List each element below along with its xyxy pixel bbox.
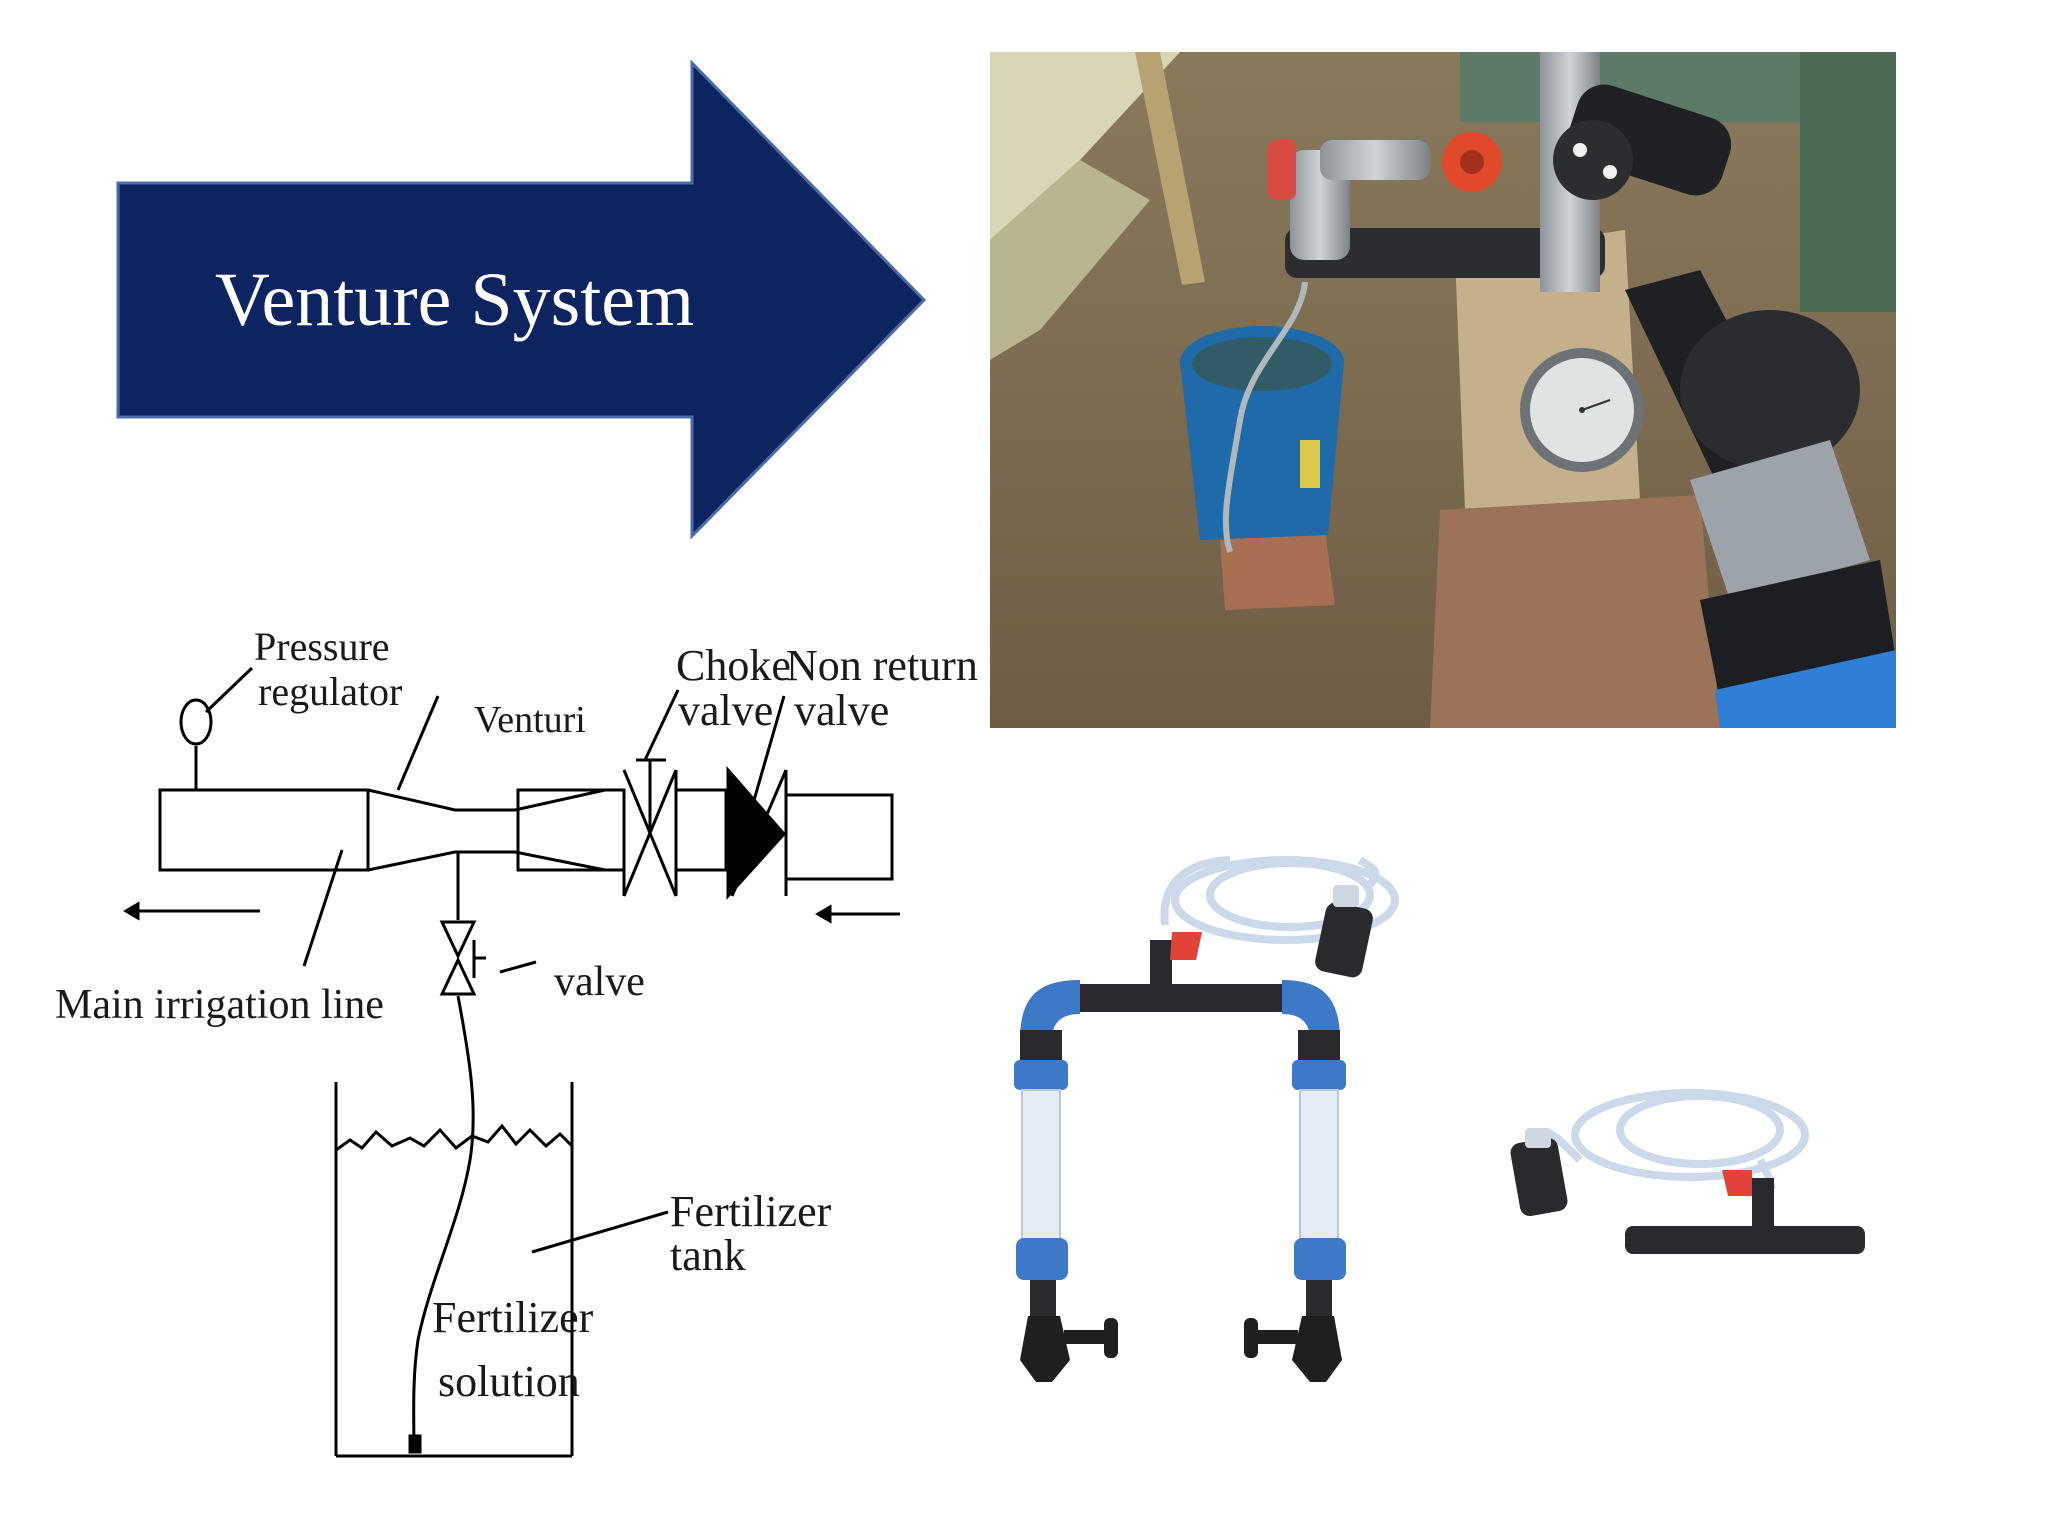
- label-non-return-valve-line2: valve: [794, 686, 889, 735]
- field-installation-photo: [990, 52, 1896, 728]
- slide-title: Venture System: [215, 258, 694, 342]
- title-arrow: Venture System: [116, 59, 927, 540]
- label-pressure-regulator-line1: Pressure: [254, 624, 390, 669]
- label-valve: valve: [554, 959, 645, 1005]
- schematic-labels: Pressure regulator Venturi Choke valve N…: [55, 624, 978, 1406]
- label-venturi: Venturi: [474, 699, 586, 741]
- suction-valve-icon: [439, 920, 537, 996]
- label-fertilizer-solution-line2: solution: [438, 1357, 580, 1406]
- label-choke-valve-line1: Choke: [676, 641, 791, 690]
- label-pressure-regulator-line2: regulator: [258, 669, 402, 714]
- label-fertilizer-tank-line1: Fertilizer: [670, 1187, 832, 1236]
- venturi-kit-large-photo: [1014, 856, 1399, 1382]
- strainer-small-icon: [1510, 1128, 1568, 1217]
- main-pipe-left: [158, 788, 370, 872]
- flow-arrow-right-icon: [815, 904, 900, 924]
- label-main-irrigation-line: Main irrigation line: [55, 982, 384, 1028]
- venturi-schematic: [123, 666, 900, 1458]
- bucket-icon: [1180, 326, 1344, 540]
- fertilizer-tank-icon: [334, 1082, 574, 1458]
- venturi-throat: [367, 788, 606, 872]
- flow-arrow-left-icon: [123, 901, 260, 921]
- venturi-injector-small-photo: [1510, 1089, 1865, 1254]
- label-non-return-valve-line1: Non return: [786, 641, 978, 690]
- suction-hose: [412, 995, 475, 1451]
- pressure-regulator-icon: [179, 666, 254, 790]
- label-choke-valve-line2: valve: [678, 686, 773, 735]
- choke-valve-icon: [622, 758, 678, 897]
- label-fertilizer-solution-line1: Fertilizer: [432, 1293, 594, 1342]
- strainer-icon: [1315, 885, 1373, 978]
- main-pipe-middle: [516, 788, 626, 872]
- pressure-gauge-icon: [1520, 348, 1644, 472]
- label-fertilizer-tank-line2: tank: [670, 1231, 746, 1280]
